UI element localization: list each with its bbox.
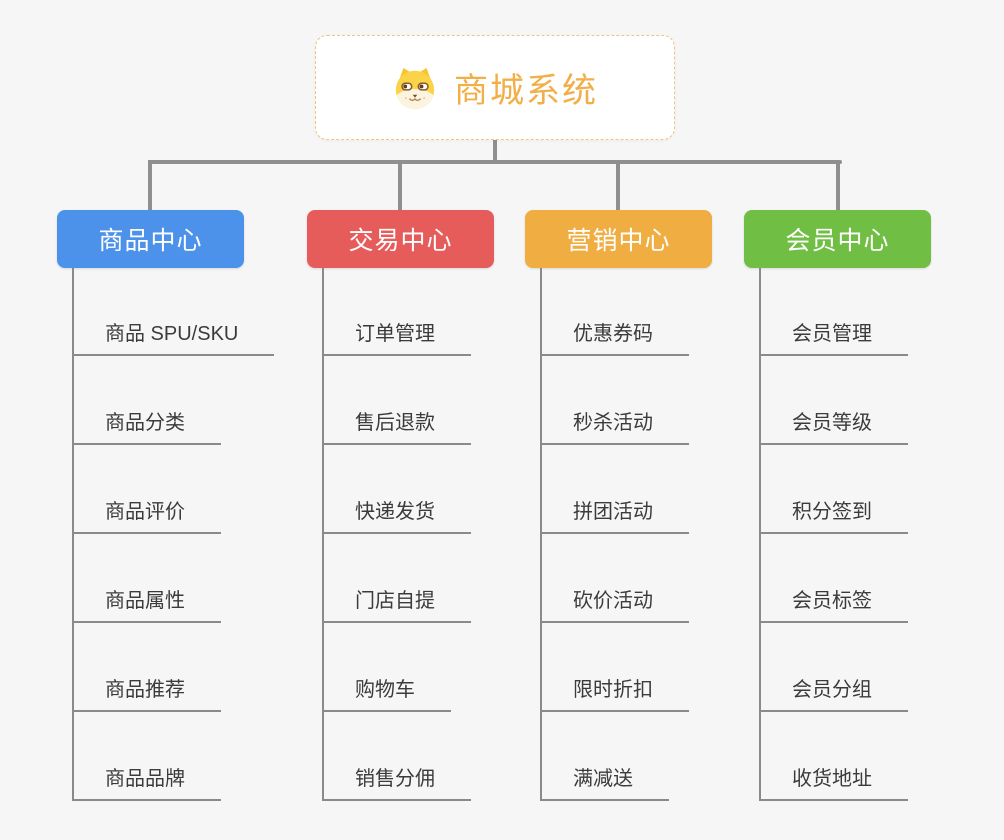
- connector-branch-stub: [836, 160, 840, 210]
- leaf-node[interactable]: 快递发货: [322, 500, 471, 534]
- leaf-node[interactable]: 收货地址: [759, 767, 908, 801]
- branch-node-trade-center[interactable]: 交易中心: [307, 210, 494, 268]
- leaf-node[interactable]: 商品品牌: [72, 767, 221, 801]
- leaf-node[interactable]: 优惠券码: [540, 322, 689, 356]
- branch-label: 商品中心: [98, 227, 203, 255]
- root-title: 商城系统: [454, 72, 598, 110]
- dog-face-icon: [392, 65, 438, 111]
- branch-node-product-center[interactable]: 商品中心: [57, 210, 244, 268]
- connector-root-stub: [493, 140, 497, 162]
- leaf-node[interactable]: 商品属性: [72, 589, 221, 623]
- leaf-node[interactable]: 会员分组: [759, 678, 908, 712]
- leaf-node[interactable]: 限时折扣: [540, 678, 689, 712]
- leaf-node[interactable]: 积分签到: [759, 500, 908, 534]
- leaf-node[interactable]: 商品推荐: [72, 678, 221, 712]
- root-node[interactable]: 商城系统: [315, 35, 675, 140]
- leaf-node[interactable]: 门店自提: [322, 589, 471, 623]
- leaf-node[interactable]: 商品评价: [72, 500, 221, 534]
- connector-branch-stub: [148, 160, 152, 210]
- leaf-node[interactable]: 售后退款: [322, 411, 471, 445]
- leaf-node[interactable]: 满减送: [540, 767, 669, 801]
- leaf-node[interactable]: 秒杀活动: [540, 411, 689, 445]
- branch-label: 会员中心: [785, 227, 890, 255]
- branch-node-member-center[interactable]: 会员中心: [744, 210, 931, 268]
- branch-node-marketing-center[interactable]: 营销中心: [525, 210, 712, 268]
- leaf-node[interactable]: 砍价活动: [540, 589, 689, 623]
- branch-label: 交易中心: [348, 227, 453, 255]
- leaf-node[interactable]: 商品分类: [72, 411, 221, 445]
- connector-trunk: [322, 268, 324, 801]
- leaf-node[interactable]: 会员等级: [759, 411, 908, 445]
- connector-horizontal-bar: [148, 160, 842, 164]
- leaf-node[interactable]: 购物车: [322, 678, 451, 712]
- connector-branch-stub: [616, 160, 620, 210]
- leaf-node[interactable]: 拼团活动: [540, 500, 689, 534]
- leaf-node[interactable]: 会员管理: [759, 322, 908, 356]
- leaf-node[interactable]: 订单管理: [322, 322, 471, 356]
- connector-trunk: [72, 268, 74, 801]
- branch-label: 营销中心: [566, 227, 671, 255]
- connector-trunk: [759, 268, 761, 801]
- leaf-node[interactable]: 销售分佣: [322, 767, 471, 801]
- connector-branch-stub: [398, 160, 402, 210]
- leaf-node[interactable]: 会员标签: [759, 589, 908, 623]
- connector-trunk: [540, 268, 542, 801]
- leaf-node[interactable]: 商品 SPU/SKU: [72, 322, 275, 356]
